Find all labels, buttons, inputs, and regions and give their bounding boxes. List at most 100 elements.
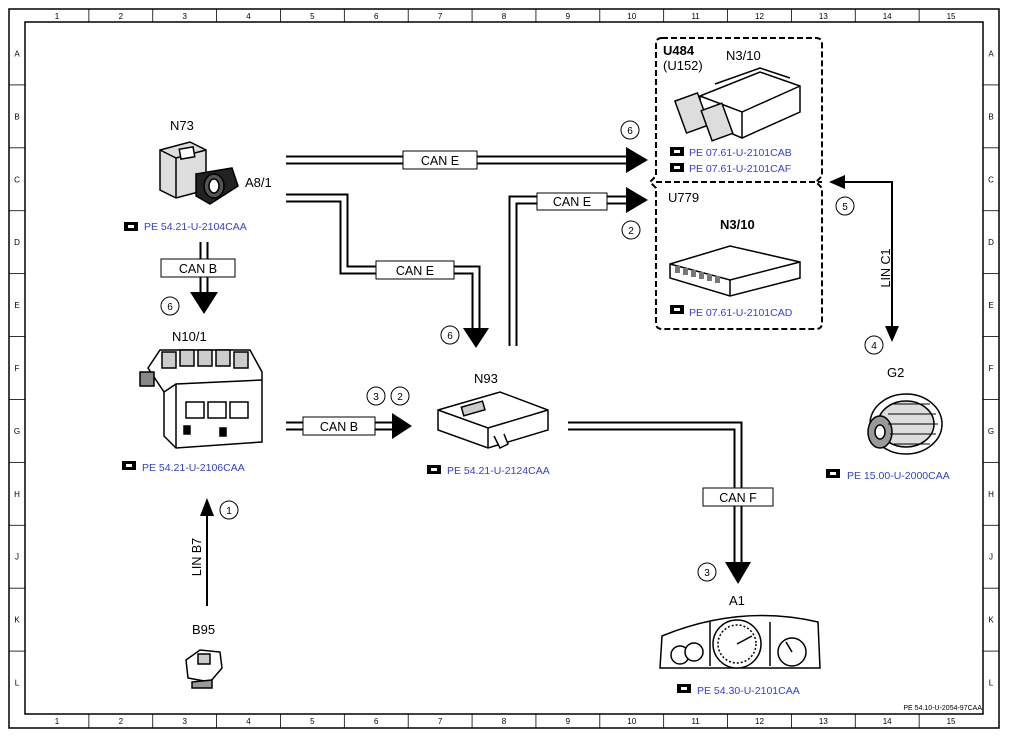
document-id: PE 54.10-U-2054-97CAA xyxy=(903,705,982,712)
column-label-1-top: 1 xyxy=(55,12,60,21)
svg-text:PE 07.61-U-2101CAD: PE 07.61-U-2101CAD xyxy=(689,307,793,319)
column-label-15-bottom: 15 xyxy=(947,717,956,726)
drawing-frame xyxy=(8,8,1000,729)
u484-label: U484 xyxy=(663,43,695,58)
row-label-C-right: C xyxy=(988,175,994,184)
bus-lines xyxy=(190,147,899,606)
u484-reference-1[interactable]: PE 07.61-U-2101CAB xyxy=(670,147,792,159)
svg-text:CAN B: CAN B xyxy=(179,262,217,276)
svg-text:PE 54.21-U-2106CAA: PE 54.21-U-2106CAA xyxy=(142,462,245,474)
column-label-4-top: 4 xyxy=(246,12,251,21)
column-label-3-top: 3 xyxy=(182,12,187,21)
row-label-G-right: G xyxy=(988,427,994,436)
g2-reference[interactable]: PE 15.00-U-2000CAA xyxy=(826,469,950,482)
svg-text:PE 07.61-U-2101CAB: PE 07.61-U-2101CAB xyxy=(689,147,792,159)
column-label-12-top: 12 xyxy=(755,12,764,21)
svg-text:CAN E: CAN E xyxy=(396,264,434,278)
row-label-E-left: E xyxy=(14,301,19,310)
n3-10-top-label: N3/10 xyxy=(726,48,761,63)
a1-reference[interactable]: PE 54.30-U-2101CAA xyxy=(677,684,800,697)
column-ruler: 1122334455667788991010111112121313141415… xyxy=(55,9,956,728)
u152-label: (U152) xyxy=(663,58,703,73)
svg-text:2: 2 xyxy=(397,392,403,403)
svg-text:1: 1 xyxy=(226,506,232,517)
instrument-cluster-image xyxy=(659,614,821,669)
column-label-2-top: 2 xyxy=(119,12,124,21)
number-circle-lin-b7: 1 xyxy=(219,500,239,520)
bus-label-can-b-vertical: CAN B xyxy=(160,258,236,278)
gateway-module-image xyxy=(437,391,549,450)
svg-text:CAN F: CAN F xyxy=(719,491,757,505)
alternator-image xyxy=(867,393,943,455)
column-label-6-top: 6 xyxy=(374,12,379,21)
n73-label: N73 xyxy=(170,118,194,133)
column-label-7-top: 7 xyxy=(438,12,443,21)
column-label-13-bottom: 13 xyxy=(819,717,828,726)
n93-reference[interactable]: PE 54.21-U-2124CAA xyxy=(427,465,550,477)
n10-1-reference[interactable]: PE 54.21-U-2106CAA xyxy=(122,461,245,474)
ignition-switch-image xyxy=(159,141,239,205)
svg-text:3: 3 xyxy=(704,568,710,579)
row-label-L-left: L xyxy=(15,679,20,688)
column-label-4-bottom: 4 xyxy=(246,717,251,726)
column-label-8-top: 8 xyxy=(502,12,507,21)
svg-text:4: 4 xyxy=(871,341,877,352)
number-circle-can-e-top: 6 xyxy=(620,120,640,140)
row-label-H-left: H xyxy=(14,490,20,499)
row-label-J-left: J xyxy=(15,553,19,562)
column-label-2-bottom: 2 xyxy=(119,717,124,726)
column-label-8-bottom: 8 xyxy=(502,717,507,726)
column-label-5-bottom: 5 xyxy=(310,717,315,726)
svg-text:6: 6 xyxy=(167,302,173,313)
bus-can-b-vertical xyxy=(190,242,218,314)
u779-label: U779 xyxy=(668,190,699,205)
row-label-F-left: F xyxy=(15,364,20,373)
bus-lin-c1 xyxy=(829,175,899,342)
column-label-11-bottom: 11 xyxy=(691,717,700,726)
row-label-L-right: L xyxy=(989,679,994,688)
row-label-G-left: G xyxy=(14,427,20,436)
b95-label: B95 xyxy=(192,622,215,637)
column-label-9-top: 9 xyxy=(566,12,571,21)
bus-label-lin-c1: LIN C1 xyxy=(879,249,893,288)
battery-sensor-image xyxy=(185,649,223,689)
svg-text:6: 6 xyxy=(627,126,633,137)
row-label-B-right: B xyxy=(988,112,993,121)
bus-can-f xyxy=(568,421,751,584)
row-label-J-right: J xyxy=(989,553,993,562)
row-label-K-left: K xyxy=(14,616,20,625)
a8-1-label: A8/1 xyxy=(245,175,272,190)
g2-label: G2 xyxy=(887,365,904,380)
row-label-F-right: F xyxy=(989,364,994,373)
column-label-12-bottom: 12 xyxy=(755,717,764,726)
svg-text:3: 3 xyxy=(373,392,379,403)
column-label-14-bottom: 14 xyxy=(883,717,892,726)
n10-1-label: N10/1 xyxy=(172,329,207,344)
svg-text:CAN E: CAN E xyxy=(553,195,591,209)
bus-label-can-e-right: CAN E xyxy=(536,192,608,211)
row-label-D-left: D xyxy=(14,238,20,247)
row-label-E-right: E xyxy=(988,301,993,310)
svg-text:PE 15.00-U-2000CAA: PE 15.00-U-2000CAA xyxy=(847,470,950,482)
svg-text:PE 54.21-U-2124CAA: PE 54.21-U-2124CAA xyxy=(447,465,550,477)
bus-label-lin-b7: LIN B7 xyxy=(190,538,204,576)
column-label-14-top: 14 xyxy=(883,12,892,21)
number-circle-can-b-horizontal-2: 2 xyxy=(390,386,410,406)
row-label-K-right: K xyxy=(988,616,994,625)
u484-reference-2[interactable]: PE 07.61-U-2101CAF xyxy=(670,163,791,175)
column-label-13-top: 13 xyxy=(819,12,828,21)
svg-text:PE 07.61-U-2101CAF: PE 07.61-U-2101CAF xyxy=(689,163,791,175)
bus-lin-b7 xyxy=(200,498,214,606)
column-label-11-top: 11 xyxy=(691,12,700,21)
n73-reference[interactable]: PE 54.21-U-2104CAA xyxy=(124,221,247,233)
column-label-10-top: 10 xyxy=(627,12,636,21)
svg-text:CAN B: CAN B xyxy=(320,420,358,434)
engine-control-unit-bottom-image xyxy=(669,245,801,297)
row-label-H-right: H xyxy=(988,490,994,499)
column-label-1-bottom: 1 xyxy=(55,717,60,726)
u779-reference[interactable]: PE 07.61-U-2101CAD xyxy=(670,305,793,319)
row-label-A-left: A xyxy=(14,49,20,58)
n3-10-bottom-label: N3/10 xyxy=(720,217,755,232)
bus-label-can-b-horizontal: CAN B xyxy=(302,416,376,436)
